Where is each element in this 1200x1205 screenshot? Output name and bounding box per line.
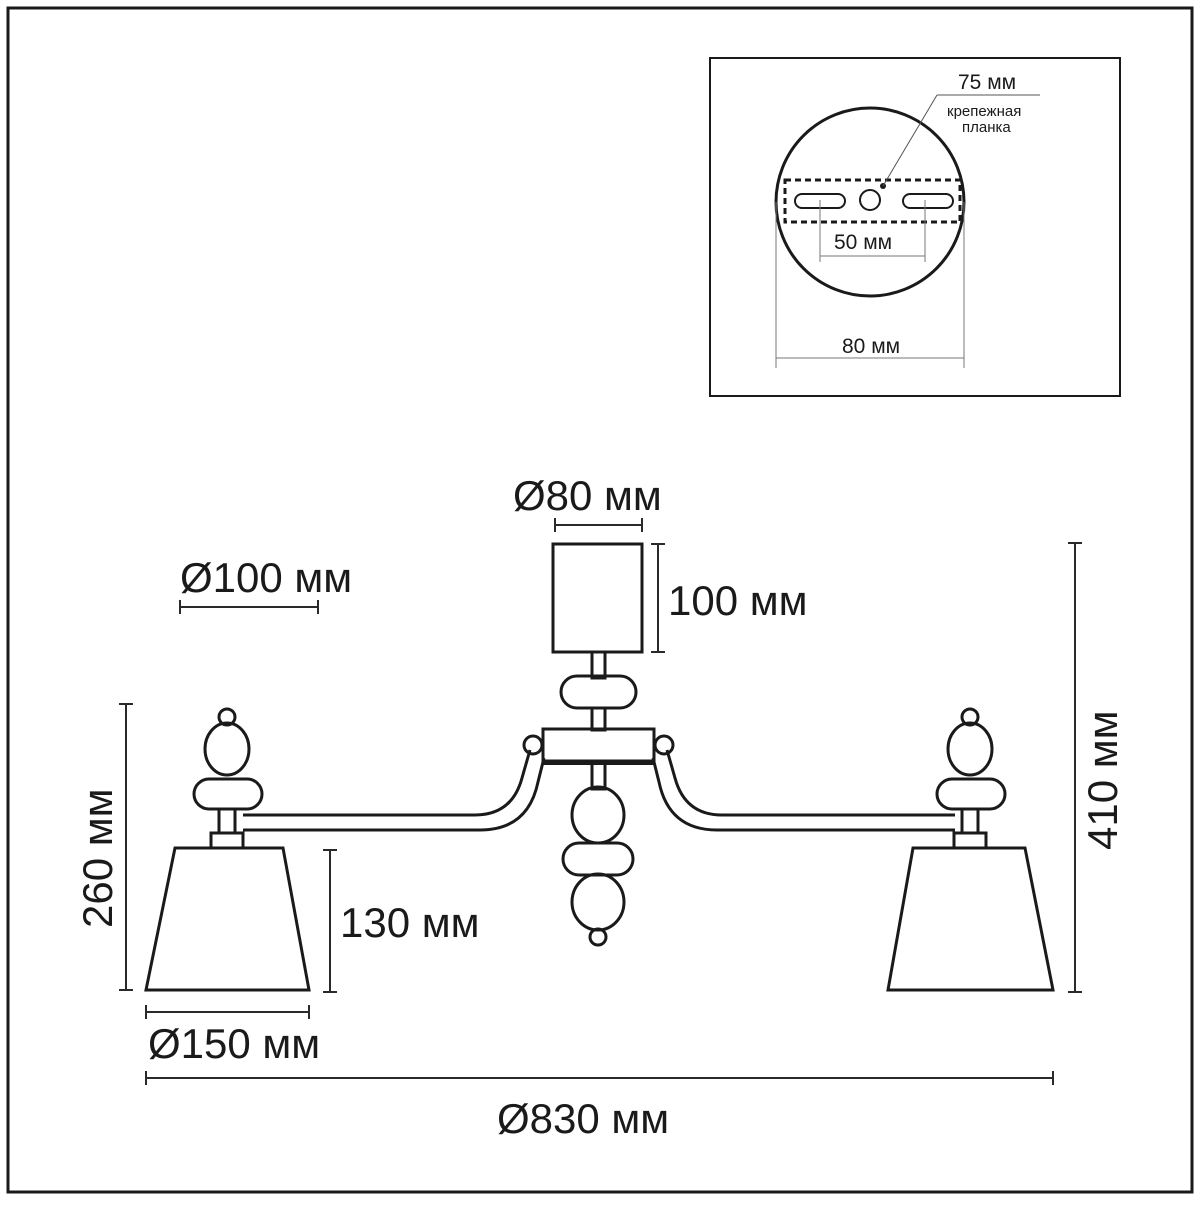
inset-frame bbox=[709, 57, 1121, 397]
stem-upper bbox=[590, 650, 607, 680]
plate-length-label: 75 мм bbox=[958, 71, 1016, 94]
stem-middle bbox=[590, 706, 607, 732]
shade-top-diameter-label: Ø100 мм bbox=[180, 554, 352, 601]
arm-height-label: 260 мм bbox=[74, 789, 121, 929]
total-height-label: 410 мм bbox=[1079, 711, 1126, 851]
leader-line bbox=[882, 94, 938, 187]
hub-block bbox=[541, 727, 656, 763]
dimension-lines bbox=[119, 518, 1082, 1085]
stem-lower bbox=[590, 761, 607, 791]
right-egg bbox=[946, 721, 994, 777]
right-socket bbox=[952, 831, 988, 850]
left-shade bbox=[144, 846, 311, 992]
right-arm-inner bbox=[651, 757, 955, 832]
hub-knob-right bbox=[653, 734, 675, 756]
left-bead bbox=[192, 777, 264, 811]
plate-caption-line1: крепежная bbox=[947, 103, 1021, 120]
center-finial bbox=[588, 927, 608, 947]
shade-bottom-diameter-label: Ø150 мм bbox=[148, 1020, 320, 1067]
hub-knob-left bbox=[522, 734, 544, 756]
center-egg-lower bbox=[570, 872, 626, 932]
right-arm bbox=[665, 749, 955, 817]
left-socket bbox=[209, 831, 245, 850]
canopy-height-label: 100 мм bbox=[668, 577, 808, 624]
left-socket-stem bbox=[217, 807, 237, 835]
lamp-body bbox=[144, 542, 1055, 992]
right-socket-stem bbox=[960, 807, 980, 835]
left-egg bbox=[203, 721, 251, 777]
center-hole bbox=[859, 189, 881, 211]
center-egg-upper bbox=[570, 785, 626, 845]
mounting-bar-outline bbox=[783, 178, 962, 224]
right-bead bbox=[935, 777, 1007, 811]
center-bead bbox=[561, 841, 635, 877]
plate-caption-line2: планка bbox=[962, 119, 1011, 136]
left-finial bbox=[217, 707, 237, 727]
right-finial bbox=[960, 707, 980, 727]
total-width-label: Ø830 мм bbox=[497, 1095, 669, 1142]
outer-frame bbox=[6, 6, 1194, 1194]
canopy bbox=[551, 542, 644, 654]
left-arm bbox=[243, 749, 532, 817]
mount-detail-inset: 75 мм крепежная планка 50 мм 80 мм bbox=[709, 57, 1121, 397]
canopy-diameter-label: Ø80 мм bbox=[513, 472, 662, 519]
base-diameter-label: 80 мм bbox=[842, 335, 900, 358]
slot-spacing-label: 50 мм bbox=[834, 231, 892, 254]
right-slot bbox=[902, 193, 954, 209]
right-shade bbox=[886, 846, 1055, 992]
upper-bead bbox=[559, 674, 638, 710]
shade-height-label: 130 мм bbox=[340, 899, 480, 946]
left-arm-inner bbox=[243, 757, 546, 832]
